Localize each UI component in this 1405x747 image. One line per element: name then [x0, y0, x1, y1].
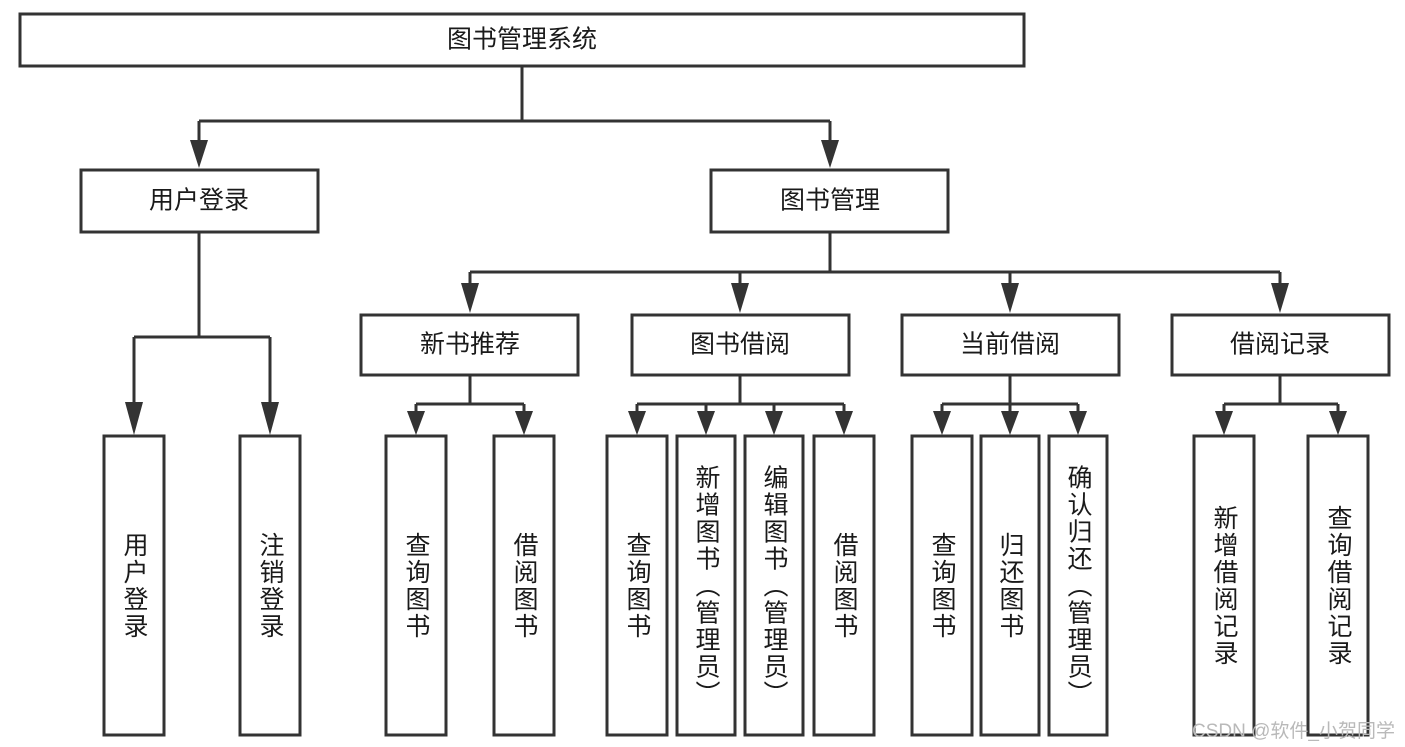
arrow-head-leaf-query-book-2 [628, 411, 646, 435]
node-book-borrow[interactable]: 图书借阅 [630, 313, 851, 377]
arrow-head-leaf-add-book [697, 411, 715, 435]
node-leaf-borrow-book-2-label: 借阅图书 [830, 532, 859, 640]
arrow-head-leaf-user-login [125, 402, 143, 435]
node-leaf-add-book[interactable]: 新增图书（管理员） [675, 434, 737, 737]
arrow-head-leaf-return-book [1001, 411, 1019, 435]
node-leaf-query-book-1[interactable]: 查询图书 [384, 434, 448, 737]
node-borrow-record-label: 借阅记录 [1230, 331, 1330, 359]
node-leaf-query-book-2-box[interactable] [605, 434, 669, 737]
arrow-head-borrow-record [1271, 283, 1289, 313]
node-root-box[interactable] [18, 12, 1026, 68]
arrow-head-book-borrow [731, 283, 749, 313]
node-leaf-query-book-1-box[interactable] [384, 434, 448, 737]
node-leaf-add-book-box[interactable] [675, 434, 737, 737]
connector-group-root [190, 67, 839, 168]
node-leaf-borrow-book-1-box[interactable] [492, 434, 556, 737]
connector-group-new-book-rec [407, 376, 533, 435]
node-book-borrow-label: 图书借阅 [690, 331, 790, 359]
node-leaf-add-record-box[interactable] [1192, 434, 1256, 737]
node-current-borrow-box[interactable] [900, 313, 1121, 377]
node-current-borrow[interactable]: 当前借阅 [900, 313, 1121, 377]
connector-group-user-login [125, 233, 279, 435]
node-leaf-query-book-2-label: 查询图书 [623, 532, 652, 640]
node-borrow-record[interactable]: 借阅记录 [1170, 313, 1391, 377]
arrow-head-leaf-query-record [1329, 411, 1347, 435]
node-leaf-edit-book-label: 编辑图书（管理员） [760, 465, 789, 708]
node-leaf-return-book-box[interactable] [979, 434, 1041, 737]
arrow-head-leaf-add-record [1215, 411, 1233, 435]
node-user-login-label: 用户登录 [149, 187, 249, 215]
node-leaf-borrow-book-1-label: 借阅图书 [510, 532, 539, 640]
node-leaf-add-record[interactable]: 新增借阅记录 [1192, 434, 1256, 737]
node-leaf-edit-book-box[interactable] [743, 434, 805, 737]
node-leaf-user-login-label: 用户登录 [120, 532, 149, 640]
arrow-head-leaf-borrow-book-1 [515, 411, 533, 435]
node-new-book-rec-box[interactable] [359, 313, 580, 377]
node-leaf-add-book-label: 新增图书（管理员） [692, 465, 721, 708]
arrow-head-leaf-user-logout [261, 402, 279, 435]
node-leaf-query-book-2[interactable]: 查询图书 [605, 434, 669, 737]
node-current-borrow-label: 当前借阅 [960, 331, 1060, 359]
node-root-label: 图书管理系统 [447, 26, 597, 54]
node-leaf-query-record[interactable]: 查询借阅记录 [1306, 434, 1370, 737]
node-borrow-record-box[interactable] [1170, 313, 1391, 377]
node-leaf-add-record-label: 新增借阅记录 [1210, 505, 1239, 667]
arrow-head-leaf-confirm-return [1069, 411, 1087, 435]
arrow-head-leaf-query-book-3 [933, 411, 951, 435]
arrow-head-book-manage [821, 140, 839, 168]
node-leaf-query-record-box[interactable] [1306, 434, 1370, 737]
arrow-head-leaf-query-book-1 [407, 411, 425, 435]
connector-group-book-borrow [628, 376, 853, 435]
node-leaf-user-logout-label: 注销登录 [256, 532, 285, 640]
node-leaf-borrow-book-2[interactable]: 借阅图书 [812, 434, 876, 737]
node-leaf-confirm-return[interactable]: 确认归还（管理员） [1047, 434, 1109, 737]
node-book-manage-label: 图书管理 [780, 187, 880, 215]
connector-group-borrow-record [1215, 376, 1347, 435]
node-new-book-rec[interactable]: 新书推荐 [359, 313, 580, 377]
node-leaf-query-book-3-box[interactable] [910, 434, 974, 737]
arrow-head-leaf-borrow-book-2 [835, 411, 853, 435]
node-leaf-query-book-3-label: 查询图书 [928, 532, 957, 640]
arrow-head-current-borrow [1001, 283, 1019, 313]
node-leaf-query-book-1-label: 查询图书 [402, 532, 431, 640]
node-book-manage-box[interactable] [709, 168, 950, 234]
node-leaf-confirm-return-label: 确认归还（管理员） [1064, 465, 1093, 708]
node-leaf-return-book[interactable]: 归还图书 [979, 434, 1041, 737]
node-new-book-rec-label: 新书推荐 [420, 331, 520, 359]
node-leaf-user-logout[interactable]: 注销登录 [238, 434, 302, 737]
node-leaf-edit-book[interactable]: 编辑图书（管理员） [743, 434, 805, 737]
node-book-manage[interactable]: 图书管理 [709, 168, 950, 234]
node-leaf-borrow-book-1[interactable]: 借阅图书 [492, 434, 556, 737]
connector-group-book-manage [461, 233, 1289, 313]
node-leaf-user-login-box[interactable] [102, 434, 166, 737]
arrow-head-user-login [190, 140, 208, 168]
node-book-borrow-box[interactable] [630, 313, 851, 377]
node-leaf-user-login[interactable]: 用户登录 [102, 434, 166, 737]
node-root[interactable]: 图书管理系统 [18, 12, 1026, 68]
node-leaf-borrow-book-2-box[interactable] [812, 434, 876, 737]
node-user-login-box[interactable] [79, 168, 320, 234]
arrow-head-new-book-rec [461, 283, 479, 313]
connector-group-current-borrow [933, 376, 1087, 435]
node-leaf-user-logout-box[interactable] [238, 434, 302, 737]
node-leaf-query-record-label: 查询借阅记录 [1324, 505, 1353, 667]
node-leaf-return-book-label: 归还图书 [996, 532, 1025, 640]
arrow-head-leaf-edit-book [765, 411, 783, 435]
node-user-login[interactable]: 用户登录 [79, 168, 320, 234]
node-leaf-confirm-return-box[interactable] [1047, 434, 1109, 737]
node-leaf-query-book-3[interactable]: 查询图书 [910, 434, 974, 737]
